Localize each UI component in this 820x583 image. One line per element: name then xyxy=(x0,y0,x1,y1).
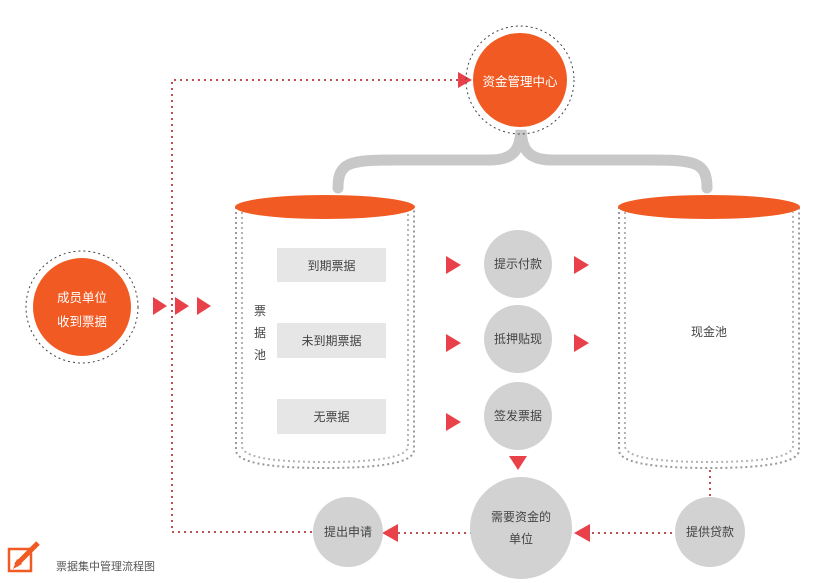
fund-center-node xyxy=(473,33,567,127)
fund-center-ring xyxy=(465,25,575,135)
arrow-due-to-payment xyxy=(446,256,461,274)
arrow-undue-to-discount xyxy=(446,334,461,352)
submit-application-node: 提出申请 xyxy=(313,497,383,567)
entry-arrow-3 xyxy=(197,297,211,315)
arrow-discount-to-cash xyxy=(574,334,589,352)
action-present-payment: 提示付款 xyxy=(484,230,552,298)
loop-arrowhead xyxy=(458,72,472,88)
need-to-apply-arrowhead xyxy=(382,524,398,542)
bill-pool-cylinder xyxy=(235,195,415,470)
bill-pool-label-char-2: 据 xyxy=(253,326,266,340)
edit-pencil-icon xyxy=(7,541,40,573)
pools-brace xyxy=(332,129,713,194)
bill-item-undue: 未到期票据 xyxy=(277,323,386,358)
bill-pool-label-char-3: 池 xyxy=(253,348,266,362)
provide-loan-node: 提供贷款 xyxy=(675,497,745,567)
action-issue-bill: 签发票据 xyxy=(484,382,552,450)
need-fund-unit-node: 需要资金的 单位 xyxy=(470,477,572,579)
arrow-none-to-issue xyxy=(446,413,461,431)
entry-arrow-2 xyxy=(175,297,189,315)
diagram-caption: 票据集中管理流程图 xyxy=(56,560,155,573)
entry-arrow-1 xyxy=(153,297,167,315)
arrow-issue-to-need xyxy=(509,456,527,470)
need-fund-unit-line2: 单位 xyxy=(508,532,533,546)
need-fund-unit-line1: 需要资金的 xyxy=(490,510,551,524)
bill-pool-label-char-1: 票 xyxy=(253,304,266,318)
bill-item-none: 无票据 xyxy=(277,399,386,434)
loan-to-need-arrowhead xyxy=(574,524,590,542)
fund-center-label: 资金管理中心 xyxy=(482,74,558,89)
flow-loop-line xyxy=(171,79,460,533)
member-unit-label-line2: 收到票据 xyxy=(56,314,107,329)
member-unit-label-line1: 成员单位 xyxy=(56,290,107,305)
cash-pool-cylinder xyxy=(618,195,800,470)
action-mortgage-discount: 抵押贴现 xyxy=(484,305,552,373)
bill-item-due: 到期票据 xyxy=(277,248,386,282)
member-unit-ring xyxy=(25,250,139,364)
arrow-payment-to-cash xyxy=(574,256,589,274)
cash-pool-label: 现金池 xyxy=(690,325,727,339)
member-unit-node xyxy=(33,258,131,356)
